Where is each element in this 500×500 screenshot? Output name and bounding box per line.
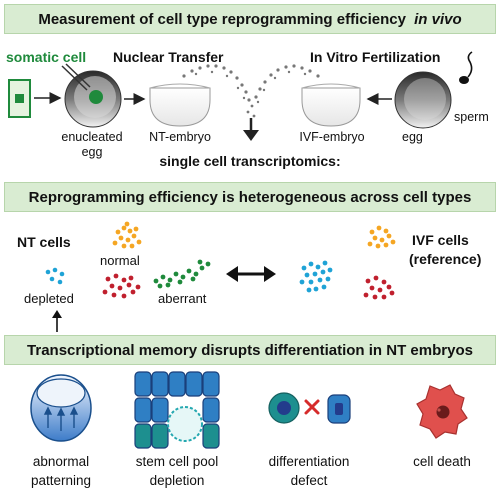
cluster-ivf-red	[363, 275, 395, 300]
cluster-depleted-blue	[45, 267, 65, 285]
label-stem-cell-pool: stem cell pool	[135, 454, 219, 469]
label-nt-cells: NT cells	[17, 234, 71, 250]
cluster-aberrant-green	[153, 259, 211, 289]
stem-cell-pool-icon	[134, 371, 220, 449]
label-normal: normal	[100, 253, 140, 268]
label-nt-embryo: NT-embryo	[149, 130, 211, 144]
section-header-measurement: Measurement of cell type reprogramming e…	[4, 4, 496, 34]
somatic-cell-icon	[8, 79, 31, 118]
pipette-pointer	[61, 65, 88, 91]
cross-icon	[304, 399, 320, 415]
label-defect: defect	[290, 473, 328, 488]
section-header-memory: Transcriptional memory disrupts differen…	[4, 335, 496, 365]
label-differentiation: differentiation	[268, 454, 350, 469]
label-enucleated: enucleated	[61, 130, 123, 144]
sperm-icon	[459, 51, 473, 84]
header-title: Measurement of cell type reprogramming e…	[38, 10, 411, 28]
label-abnormal: abnormal	[32, 454, 90, 469]
label-egg-right: egg	[402, 130, 423, 144]
label-ivf-cells: IVF cells	[412, 232, 469, 248]
cluster-red	[102, 273, 141, 299]
label-depleted: depleted	[24, 291, 74, 306]
label-patterning: patterning	[30, 473, 92, 488]
label-single-cell-transcriptomics: single cell transcriptomics:	[159, 153, 341, 169]
label-egg-left: egg	[81, 145, 103, 159]
label-in-vitro-fertilization: In Vitro Fertilization	[310, 49, 441, 65]
label-reference: (reference)	[409, 251, 482, 267]
abnormal-patterning-icon	[30, 374, 92, 442]
label-somatic-cell: somatic cell	[6, 49, 87, 65]
label-depletion: depletion	[149, 473, 205, 488]
cluster-normal-orange	[112, 221, 142, 249]
enucleated-egg-icon	[64, 70, 122, 128]
cluster-ivf-orange	[367, 225, 396, 249]
cell-death-icon	[416, 384, 468, 439]
label-ivf-embryo: IVF-embryo	[299, 130, 365, 144]
arrow-down-to-transcriptomics	[243, 118, 259, 141]
label-sperm: sperm	[454, 110, 489, 124]
right-egg-icon	[394, 71, 452, 129]
label-cell-death: cell death	[413, 454, 471, 469]
differentiation-defect-icon	[268, 392, 351, 424]
nt-embryo-icon	[149, 83, 211, 127]
arrow-up-depleted	[52, 310, 62, 332]
dotted-cell-stream	[182, 64, 320, 118]
section-header-heterogeneity: Reprogramming efficiency is heterogeneou…	[4, 182, 496, 212]
ivf-embryo-icon	[301, 83, 361, 127]
cluster-ivf-blue	[299, 260, 333, 293]
double-arrow-compare	[226, 266, 276, 282]
label-nuclear-transfer: Nuclear Transfer	[113, 49, 224, 65]
header-title-italic: in vivo	[414, 10, 462, 28]
label-aberrant: aberrant	[158, 291, 207, 306]
